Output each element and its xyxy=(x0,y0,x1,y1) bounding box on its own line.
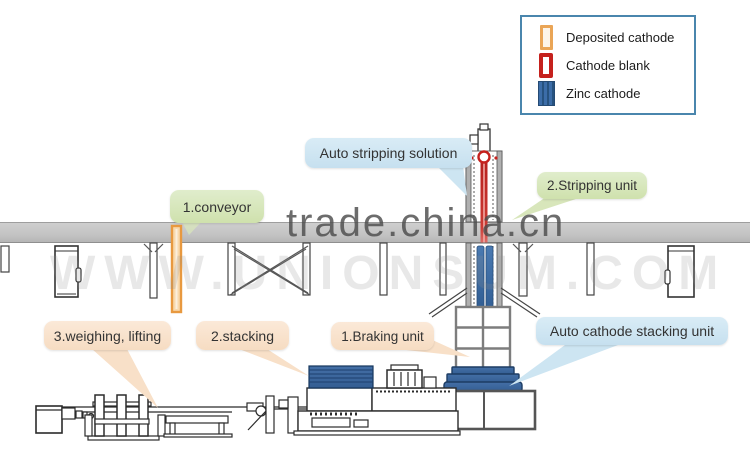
callout-auto-stripping-solution: Auto stripping solution xyxy=(305,138,472,168)
deposited-cathode-bar xyxy=(170,224,183,314)
callout-stripping-unit: 2.Stripping unit xyxy=(537,172,647,199)
callout-tails xyxy=(92,158,618,408)
swatch-wrap xyxy=(535,52,557,78)
swatch-wrap xyxy=(535,24,557,50)
stripping-tower xyxy=(428,123,541,318)
deposited-cathode-swatch xyxy=(539,24,553,50)
callout-auto-cathode-stacking-unit: Auto cathode stacking unit xyxy=(536,317,728,345)
callout-stacking: 2.stacking xyxy=(196,321,289,350)
legend-item-deposited-cathode: Deposited cathode xyxy=(535,24,694,50)
cathode-stack-tower xyxy=(454,305,512,371)
legend-label: Deposited cathode xyxy=(566,29,675,45)
callout-conveyor: 1.conveyor xyxy=(170,190,264,223)
left-cabinet xyxy=(54,245,82,298)
legend-label: Zinc cathode xyxy=(566,85,641,101)
legend-item-zinc-cathode: Zinc cathode xyxy=(535,80,694,106)
callout-braking-unit: 1.Braking unit xyxy=(331,322,434,350)
bottom-machinery xyxy=(35,364,461,441)
callout-weighing-lifting: 3.weighing, lifting xyxy=(44,321,171,350)
cathode-blank-swatch xyxy=(539,52,553,78)
legend-item-cathode-blank: Cathode blank xyxy=(535,52,694,78)
support-legs xyxy=(0,242,595,299)
right-cabinet xyxy=(664,245,695,298)
swatch-wrap xyxy=(535,80,557,106)
zinc-cathode-stack-block xyxy=(308,365,374,389)
conveyor-beam xyxy=(0,222,750,243)
legend-label: Cathode blank xyxy=(566,57,650,73)
legend: Deposited cathode Cathode blank Zinc cat… xyxy=(520,15,696,115)
blue-tray-base xyxy=(443,366,523,393)
zinc-cathode-swatch xyxy=(537,80,555,106)
